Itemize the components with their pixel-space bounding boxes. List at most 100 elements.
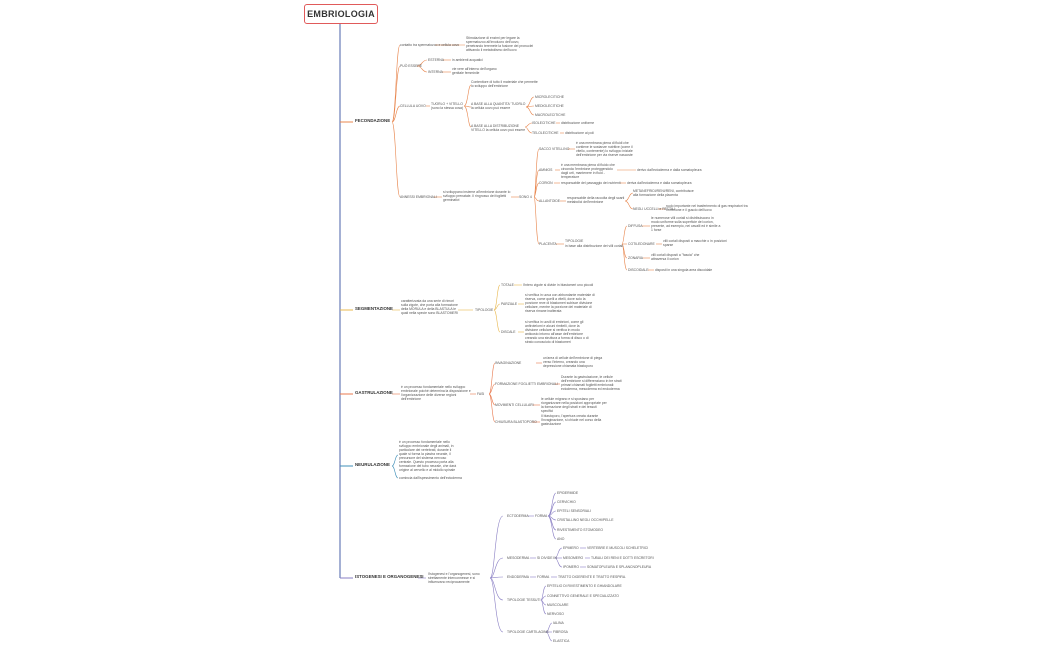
tessuto-item[interactable]: EPITELIO DI RIVESTIMENTO E GHIANDOLARE: [547, 584, 622, 588]
root-node-title[interactable]: EMBRIOLOGIA: [304, 4, 378, 24]
tessuto-item[interactable]: MUSCOLARE: [547, 603, 569, 607]
node-corion[interactable]: CORION: [539, 181, 553, 185]
node-interna[interactable]: INTERNA: [428, 70, 443, 74]
node-diffusa[interactable]: DIFFUSA: [628, 224, 643, 228]
section-istogenesi[interactable]: ISTOGENESI E ORGANOGENESI: [355, 574, 424, 579]
node-si-divide[interactable]: SI DIVIDE IN: [537, 556, 557, 560]
section-fecondazione[interactable]: FECONDAZIONE: [355, 118, 391, 123]
ecto-item[interactable]: ANO: [557, 537, 565, 541]
foglietti-desc: Durante la gastrulazione, le cellule del…: [561, 375, 622, 391]
meso-item-name[interactable]: MESOMERO: [563, 556, 584, 560]
annessi-desc: si sviluppano insieme all'embrione duran…: [443, 190, 511, 202]
meso-item-desc: TUBULI DEI RENI E DOTTI ESCRETORI: [591, 556, 654, 560]
tuorlo-desc: Contenitore di tutto il materiale che pe…: [471, 80, 538, 88]
meso-item-name[interactable]: EPIMERO: [563, 546, 579, 550]
tessuto-item[interactable]: CONNETTIVO GENERALE E SPECIALIZZATO: [547, 594, 619, 598]
parziale-desc: si verifica in uova con abbondante mater…: [525, 293, 595, 313]
node-cotiledonare[interactable]: COTILEDONARE: [628, 242, 655, 246]
amnios-child: derivo dall'ectoderma e dalla somatopleu…: [637, 168, 702, 172]
corion-child: deriva dall'ectoderma e dalla somatopleu…: [627, 181, 692, 185]
section-gastrulazione[interactable]: GASTRULAZIONE: [355, 390, 393, 395]
node-metanefrici[interactable]: METANEFRIDI/RENI/RENI, contribuisce alla…: [633, 189, 694, 197]
node-ecto-forma[interactable]: FORMA: [535, 514, 548, 518]
movimenti-desc: le cellule migrano e si spostano per rio…: [541, 397, 607, 413]
zonaria-desc: villi coriali disposti a "fascia" che at…: [651, 253, 700, 261]
node-tipologie-segmentazione[interactable]: TIPOLOGIE: [475, 308, 494, 312]
node-telolecitiche[interactable]: TELOLECITICHE: [532, 131, 559, 135]
amnios-desc: è una membrana piena di fluido che circo…: [561, 163, 615, 179]
node-mediolecitiche[interactable]: MEDIOLECITICHE: [535, 104, 564, 108]
ecto-item[interactable]: CRISTALLINO NEGLI OCCHI/PELLE: [557, 518, 614, 522]
segmentazione-desc: caratterizzata da una serie di rimori su…: [401, 299, 459, 315]
node-tipologie-cartilagine[interactable]: TIPOLOGIE CARTILAGINE: [507, 630, 549, 634]
node-zonaria[interactable]: ZONARIA: [628, 256, 644, 260]
node-movimenti[interactable]: MOVIMENTI CELLULARI: [495, 403, 534, 407]
node-endoderma[interactable]: ENDODERMA: [507, 575, 530, 579]
node-allantoide[interactable]: ALLANTOIDE: [539, 199, 561, 203]
diffusa-desc: le numerose villi coriali si distribuisc…: [651, 216, 721, 232]
node-ectoderma[interactable]: ECTODERMA: [507, 514, 529, 518]
node-tipologie-tessuti[interactable]: TIPOLOGIE TESSUTI: [507, 598, 541, 602]
node-tuorlo[interactable]: TUORLO + VITELLO (sono la stessa cosa): [431, 102, 464, 110]
ecto-item[interactable]: EPITELI SENSORIALI: [557, 509, 591, 513]
node-chiusura[interactable]: CHIUSURA BLASTOPORO: [495, 420, 537, 424]
uccelli-rettili-desc: ruolo importante nel trasferimento di ga…: [666, 204, 748, 212]
meso-item-name[interactable]: IPOMERO: [563, 565, 580, 569]
neurulazione-desc: è un processo fondamentale nello svilupp…: [399, 440, 457, 472]
section-neurulazione[interactable]: NEURULAZIONE: [355, 462, 390, 467]
esterna-desc: in ambienti acquatici: [452, 58, 483, 62]
neurulazione-desc2: comincia dall'ispessimento dell'ectoderm…: [399, 476, 462, 480]
node-annessi[interactable]: ANNESSI EMBRIONALI: [400, 195, 437, 199]
node-endo-forma[interactable]: FORMA: [537, 575, 550, 579]
corion-desc: responsabile del passaggio dei nutrienti: [561, 181, 621, 185]
tessuto-item[interactable]: NERVOSO: [547, 612, 564, 616]
node-discoidale[interactable]: DISCOIDALE: [628, 268, 649, 272]
node-fasi[interactable]: FASI: [477, 392, 485, 396]
interna-desc: vie vere all'interno dell'organo genital…: [452, 67, 497, 75]
node-foglietti[interactable]: FORMAZIONE FOGLIETTI EMBRIONALI: [495, 382, 558, 386]
cartilagine-item[interactable]: FIBROSA: [553, 630, 568, 634]
node-isolecitiche[interactable]: ISOLECITICHE: [532, 121, 556, 125]
ecto-item[interactable]: EPIDERMIDE: [557, 491, 579, 495]
totale-desc: l'intero zigote si divide in blastomeri …: [523, 283, 594, 287]
node-sacco-vitellino[interactable]: SACCO VITELLINO: [539, 147, 570, 151]
istogenesi-desc: l'istogenesi e l'organogenesi, sono stre…: [428, 572, 480, 584]
node-discale[interactable]: DISCALE: [501, 330, 516, 334]
node-esterna[interactable]: ESTERNA: [428, 58, 445, 62]
meso-item-desc: VERTEBRE E MUSCOLI SCHELETRICI: [587, 546, 649, 550]
discoidale-desc: disposti in una singola area discoidale: [655, 268, 713, 272]
node-invaginazione[interactable]: INVAGINAZIONE: [495, 361, 522, 365]
sacco-desc: è una membrana piena di fluidi che conti…: [576, 141, 633, 157]
telolecitiche-desc: distribuzione ai poli: [565, 131, 594, 135]
ecto-item[interactable]: RIVESTIMENTO STOMODEO: [557, 528, 604, 532]
node-mesoderma[interactable]: MESODERMA: [507, 556, 530, 560]
cotiledonare-desc: villi coriali disposti a macchie o in po…: [663, 239, 727, 247]
node-microlecitiche[interactable]: MICROLECITICHE: [535, 95, 565, 99]
tipologie-placenta-desc: in base alla distribuzione dei villi cor…: [565, 244, 624, 248]
node-base-distribuzione[interactable]: A BASE ALLA DISTRIBUZIONE VITELLO la cel…: [471, 124, 526, 132]
chiusura-desc: Il blastoporo, l'apertura creata durante…: [541, 414, 602, 426]
allantoide-desc: responsabile della raccolta degli scarti…: [567, 196, 625, 204]
fec-desc: contatto tra spermatozoo e cellula uovo: [400, 43, 460, 47]
node-puo-essere[interactable]: PUÒ ESSERE: [400, 64, 423, 68]
node-base-quantita[interactable]: A BASE ALLA QUANTITA' TUORLO la cellula …: [471, 102, 526, 110]
node-amnios[interactable]: AMNIOS: [539, 168, 553, 172]
node-placenta[interactable]: PLACENTA: [539, 242, 557, 246]
isolecitiche-desc: distribuzione uniforme: [561, 121, 595, 125]
node-parziale[interactable]: PARZIALE: [501, 302, 518, 306]
cartilagine-item[interactable]: ELASTICA: [553, 639, 570, 643]
node-tipologie-placenta[interactable]: TIPOLOGIE: [565, 239, 584, 243]
node-cellula-uovo[interactable]: CELLULA UOVO: [400, 104, 426, 108]
meso-item-desc: SOMATOPLEURA E SPLANCNOPLEURA: [587, 565, 652, 569]
node-uccelli-rettili[interactable]: NEGLI UCCELLI e RETTILI: [633, 207, 675, 211]
endo-desc: TRATTO DIGERENTE E TRATTO RESPIRA.: [558, 575, 627, 579]
ecto-item[interactable]: CERVICHIO: [557, 500, 576, 504]
node-totale[interactable]: TOTALE: [501, 283, 514, 287]
section-segmentazione[interactable]: SEGMENTAZIONE: [355, 306, 393, 311]
node-sono-4[interactable]: SONO 4: [519, 195, 532, 199]
fec-desc-child: Stimolazione di enzimi per legare la spe…: [466, 36, 534, 52]
gastrulazione-desc: è un processo fondamentale nello svilupp…: [401, 385, 471, 401]
node-macrolecitiche[interactable]: MACROLECITICHE: [535, 113, 566, 117]
cartilagine-item[interactable]: IALINA: [553, 621, 564, 625]
